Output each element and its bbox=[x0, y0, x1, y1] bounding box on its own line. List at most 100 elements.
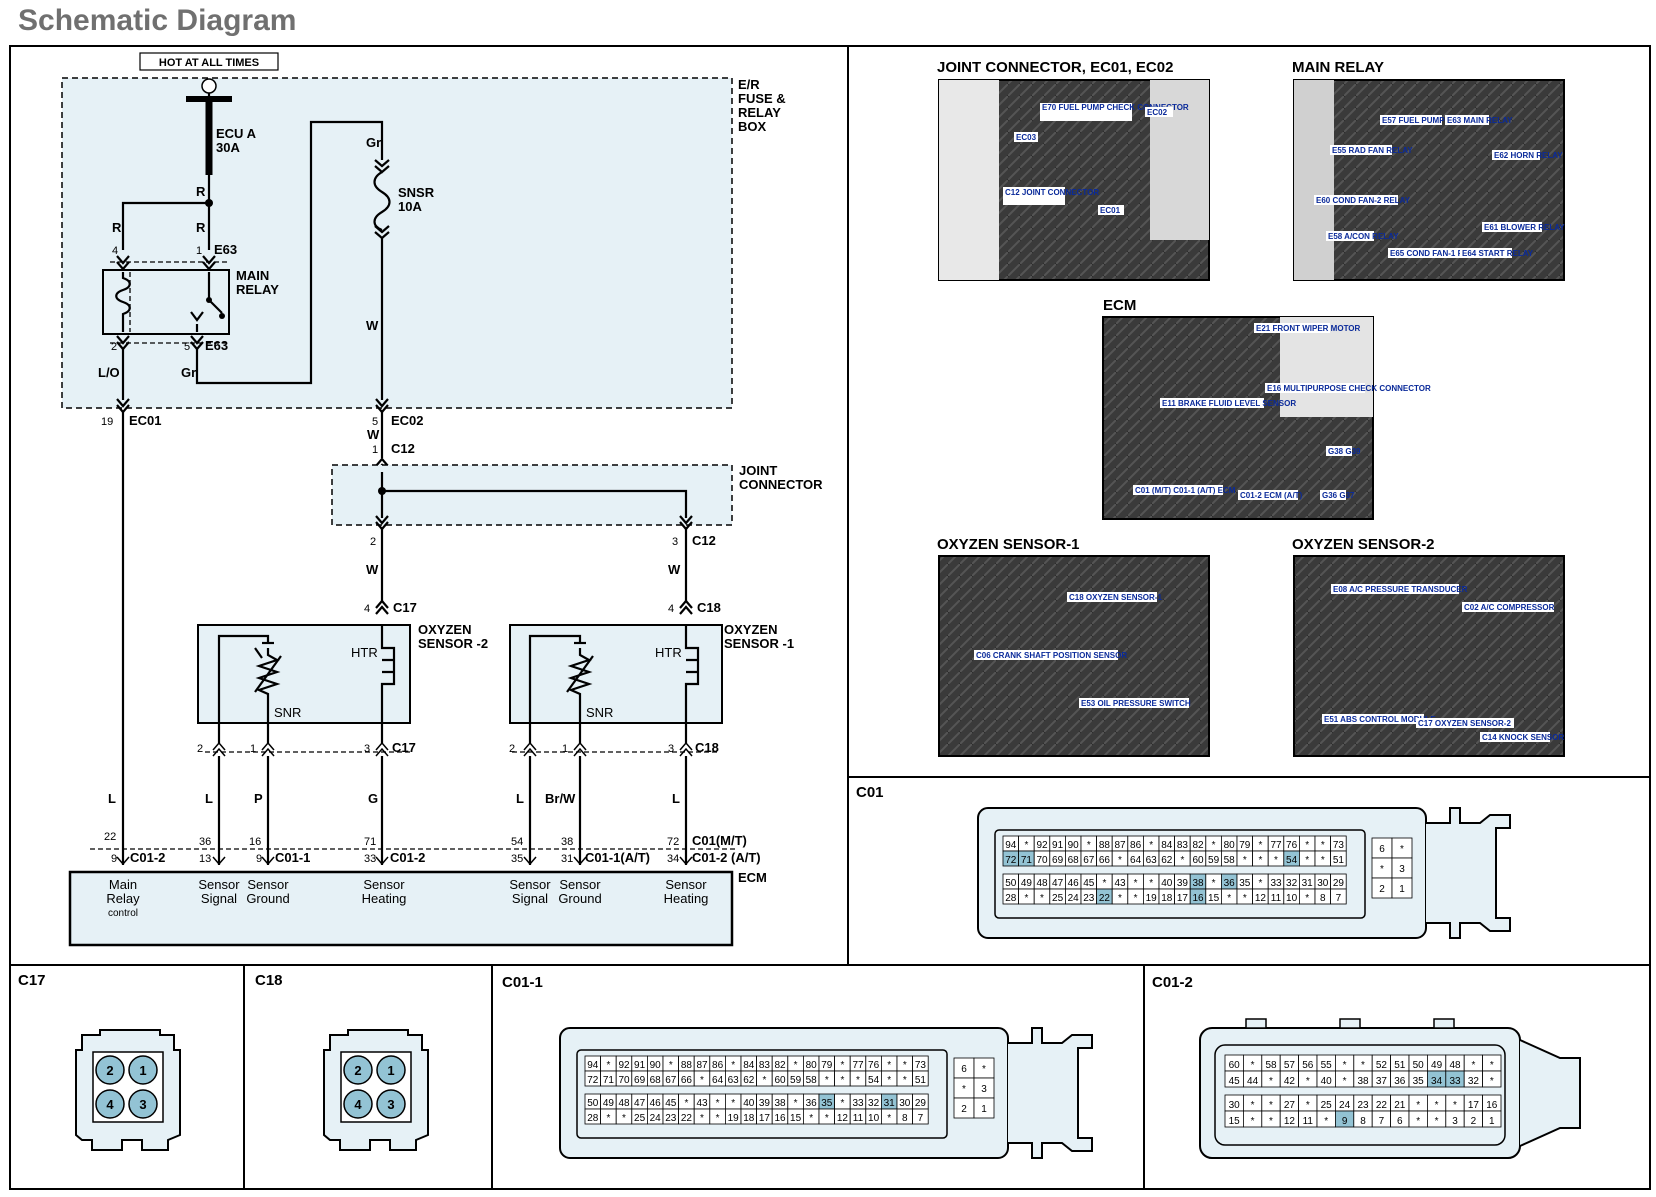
c01-pin-label: * bbox=[1118, 855, 1122, 866]
c01-2-pin-label: 56 bbox=[1302, 1060, 1314, 1071]
c01-2-pin-label: * bbox=[1453, 1100, 1457, 1111]
photo-main-relay bbox=[1293, 79, 1565, 281]
c01-2-pin-label: * bbox=[1343, 1076, 1347, 1087]
c01-2-pin-label: * bbox=[1251, 1116, 1255, 1127]
wire-r-2: R bbox=[112, 220, 122, 235]
c01-pin-label: 25 bbox=[1052, 893, 1064, 904]
c01-pin-label: 51 bbox=[1333, 855, 1345, 866]
cal-2-3: E55 RAD FAN RELAY bbox=[1332, 146, 1413, 155]
c01-pin-label: * bbox=[1134, 878, 1138, 889]
c01-pin-label: 36 bbox=[1224, 878, 1236, 889]
wire-brw: Br/W bbox=[545, 791, 576, 806]
pin-2-c12: 2 bbox=[370, 536, 376, 548]
c01-cell bbox=[1330, 888, 1347, 905]
c01-1-pin-label: 87 bbox=[696, 1060, 708, 1071]
pin-1-c18: 1 bbox=[562, 743, 568, 755]
c01-1-pin-label: * bbox=[840, 1098, 844, 1109]
cal-2-8: E65 COND FAN-1 RELAY bbox=[1390, 249, 1485, 258]
ecm-l4b: Heating bbox=[362, 891, 407, 906]
c01-1-side-label: 3 bbox=[981, 1084, 987, 1095]
pin-13: 13 bbox=[199, 853, 211, 865]
c01-2-pin-label: * bbox=[1490, 1060, 1494, 1071]
sensor2-label-1: OXYZEN bbox=[418, 622, 471, 637]
c01-1-pin-label: * bbox=[903, 1075, 907, 1086]
cal-2-4: E62 HORN RELAY bbox=[1494, 151, 1563, 160]
c01-1-pin-label: * bbox=[762, 1075, 766, 1086]
pin-38: 38 bbox=[561, 836, 573, 848]
c01-pin-label: 71 bbox=[1021, 855, 1033, 866]
c01-pin-label: 16 bbox=[1192, 893, 1204, 904]
c01-pin-label: 76 bbox=[1286, 840, 1298, 851]
c01-1-cell bbox=[912, 1070, 929, 1087]
conn-c12-top: C12 bbox=[391, 441, 415, 456]
c01-pin-label: 84 bbox=[1161, 840, 1173, 851]
c01-2-pin-label: 2 bbox=[1471, 1116, 1477, 1127]
pin-2-c17: 2 bbox=[197, 743, 203, 755]
c01-2-pin-label: * bbox=[1490, 1076, 1494, 1087]
c01-1-pin-label: * bbox=[684, 1098, 688, 1109]
cal-3-1: E21 FRONT WIPER MOTOR bbox=[1256, 324, 1361, 333]
c01-pin-label: * bbox=[1212, 878, 1216, 889]
c01-pin-label: 31 bbox=[1302, 878, 1314, 889]
c18-pin-2: 2 bbox=[354, 1063, 361, 1078]
fuse2-name: SNSR bbox=[398, 185, 435, 200]
c01-1-pin-label: 83 bbox=[759, 1060, 771, 1071]
c01-2-pin-label: * bbox=[1416, 1100, 1420, 1111]
c01-pin-label: 49 bbox=[1021, 878, 1033, 889]
c01-2-pin-label: * bbox=[1306, 1076, 1310, 1087]
c01-side-cell bbox=[1391, 877, 1413, 899]
pin-35: 35 bbox=[511, 853, 523, 865]
conn-c17-top: C17 bbox=[393, 600, 417, 615]
c01-1-pin-label: 23 bbox=[665, 1113, 677, 1124]
c01-2-pin-label: * bbox=[1269, 1076, 1273, 1087]
c01-2-pin-label: 40 bbox=[1321, 1076, 1333, 1087]
c01-2-pin-label: 51 bbox=[1394, 1060, 1406, 1071]
c01-1-pin-label: 15 bbox=[790, 1113, 802, 1124]
panel-c01-label: C01 bbox=[856, 784, 884, 801]
photo-title-joint: JOINT CONNECTOR, EC01, EC02 bbox=[937, 59, 1173, 76]
pin-4-c17: 4 bbox=[364, 603, 370, 615]
c01-pin-label: 24 bbox=[1068, 893, 1080, 904]
ecm-l1b: Relay bbox=[106, 891, 140, 906]
pin-19: 19 bbox=[101, 416, 113, 428]
c01-pin-label: * bbox=[1243, 855, 1247, 866]
c01-pin-label: * bbox=[1212, 840, 1216, 851]
wire-r-1: R bbox=[196, 184, 206, 199]
c01-1-side-label: * bbox=[982, 1064, 986, 1075]
photo-title-main-relay: MAIN RELAY bbox=[1292, 59, 1384, 76]
ecm-l1c: control bbox=[108, 908, 138, 919]
c01-pin-label: 60 bbox=[1192, 855, 1204, 866]
cal-5-2: C02 A/C COMPRESSOR bbox=[1464, 603, 1555, 612]
c01-1-pin-label: * bbox=[794, 1098, 798, 1109]
c01-pin-label: 59 bbox=[1208, 855, 1220, 866]
c01-1-pin-label: * bbox=[716, 1098, 720, 1109]
wire-g: G bbox=[368, 791, 378, 806]
c01-1-pin-label: 17 bbox=[759, 1113, 771, 1124]
c01-pin-label: 92 bbox=[1036, 840, 1048, 851]
cal-2-5: E60 COND FAN-2 RELAY bbox=[1316, 196, 1411, 205]
ecm-l4a: Sensor bbox=[363, 877, 405, 892]
c01-pin-label: 90 bbox=[1068, 840, 1080, 851]
pin-16: 16 bbox=[249, 836, 261, 848]
c01-1-pin-label: * bbox=[606, 1060, 610, 1071]
snr-label-1: SNR bbox=[586, 705, 613, 720]
cal-1-5: EC01 bbox=[1100, 206, 1121, 215]
c01-1-pin-label: 68 bbox=[650, 1075, 662, 1086]
c01-side-label: 2 bbox=[1379, 884, 1385, 895]
snr-label-2: SNR bbox=[274, 705, 301, 720]
wire-l-3: L bbox=[516, 791, 524, 806]
c01-pin-label: * bbox=[1305, 893, 1309, 904]
c01-2-pin-label: 45 bbox=[1229, 1076, 1241, 1087]
pin-4-c18: 4 bbox=[668, 603, 674, 615]
c01-pin-label: 47 bbox=[1052, 878, 1064, 889]
schematic: E/R FUSE & RELAY BOX HOT AT ALL TIMES EC… bbox=[61, 52, 823, 947]
c01-1-pin-label: 19 bbox=[728, 1113, 740, 1124]
c01-pin-label: 40 bbox=[1161, 878, 1173, 889]
panel-c01-1-label: C01-1 bbox=[502, 974, 543, 991]
conn-c01-2-at: C01-2 (A/T) bbox=[692, 850, 761, 865]
c01-1-pin-label: * bbox=[825, 1075, 829, 1086]
